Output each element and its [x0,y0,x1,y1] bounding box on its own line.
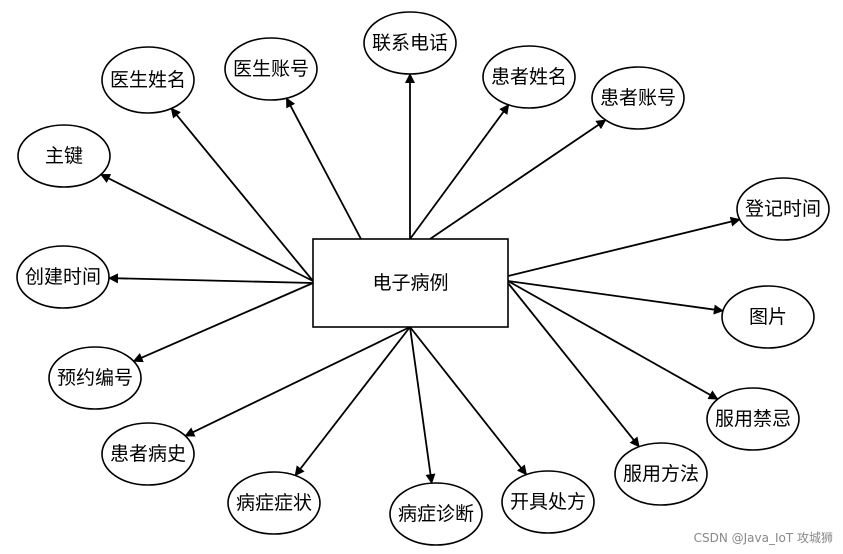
attribute-chuangjianshijian: 创建时间 [16,245,110,309]
watermark-text: CSDN @Java_IoT 攻城狮 [693,531,833,545]
attribute-label: 病症症状 [236,492,312,514]
attribute-ellipse [16,245,110,309]
edge-yishengxingming [170,107,314,282]
attribute-label: 患者姓名 [491,66,567,88]
attribute-ellipse [721,285,815,349]
attribute-ellipse [482,45,576,109]
edge-huanzhezhanghao [429,119,607,240]
attribute-ellipse [17,124,111,188]
attribute-huanzhexingming: 患者姓名 [482,45,576,109]
attribute-ellipse [501,470,595,534]
attribute-ellipse [614,442,708,506]
entity-label: 电子病例 [372,272,448,294]
attribute-huanzhebingshi: 患者病史 [101,422,195,486]
attribute-yuyuebianhao: 预约编号 [48,346,142,410]
attribute-huanzhezhanghao: 患者账号 [591,66,685,130]
edge-zhujian [100,173,314,282]
attribute-ellipse [389,482,483,546]
edge-yishengzhanghao [285,97,362,240]
attribute-label: 登记时间 [745,198,821,220]
entity-electronic-medical-record: 电子病例 [312,238,509,328]
edge-huanzhexingming [409,103,510,240]
attribute-kaijuchufang: 开具处方 [501,470,595,534]
attribute-zhujian: 主键 [17,124,111,188]
attribute-label: 主键 [45,145,83,167]
attribute-label: 医生账号 [233,58,309,80]
attribute-lianxidianhua: 联系电话 [363,11,457,75]
attribute-ellipse [591,66,685,130]
edge-bingzhengzhengzhuang [294,326,411,477]
attribute-label: 预约编号 [57,367,133,389]
edge-tupian [507,280,724,315]
attribute-yishengxingming: 医生姓名 [101,46,195,114]
attribute-label: 服用方法 [623,463,699,485]
attribute-label: 开具处方 [510,491,586,513]
attribute-ellipse [101,422,195,486]
attribute-ellipse [736,177,830,241]
edge-fuyongfangfa [507,282,640,448]
attribute-fuyongjinji: 服用禁忌 [706,387,800,451]
attribute-label: 病症诊断 [398,503,474,525]
attribute-ellipse [227,471,321,535]
edge-kaijuchufang [409,326,528,476]
attribute-label: 患者账号 [600,87,676,109]
attribute-label: 联系电话 [372,32,448,54]
attribute-label: 图片 [749,306,787,328]
attribute-fuyongfangfa: 服用方法 [614,442,708,506]
attribute-label: 服用禁忌 [715,408,791,430]
attribute-tupian: 图片 [721,285,815,349]
attribute-ellipse [706,387,800,451]
edge-chuangjianshijian [108,273,314,284]
attribute-dengjishijian: 登记时间 [736,177,830,241]
attribute-label: 医生姓名 [110,69,186,91]
attribute-bingzhengzhenduan: 病症诊断 [389,482,483,546]
attribute-ellipse [101,46,195,114]
attribute-label: 创建时间 [25,266,101,288]
edge-dengjishijian [507,216,741,277]
edge-huanzhebingshi [184,326,411,437]
edge-bingzhengzhenduan [409,326,436,485]
attribute-ellipse [224,37,318,101]
edge-yuyuebianhao [132,282,314,363]
attribute-ellipse [363,11,457,75]
attribute-label: 患者病史 [110,443,186,465]
attribute-ellipse [48,346,142,410]
entity-box [312,238,509,328]
attribute-yishengzhanghao: 医生账号 [224,37,318,101]
attribute-bingzhengzhengzhuang: 病症症状 [227,471,321,535]
edge-fuyongjinji [507,280,719,400]
